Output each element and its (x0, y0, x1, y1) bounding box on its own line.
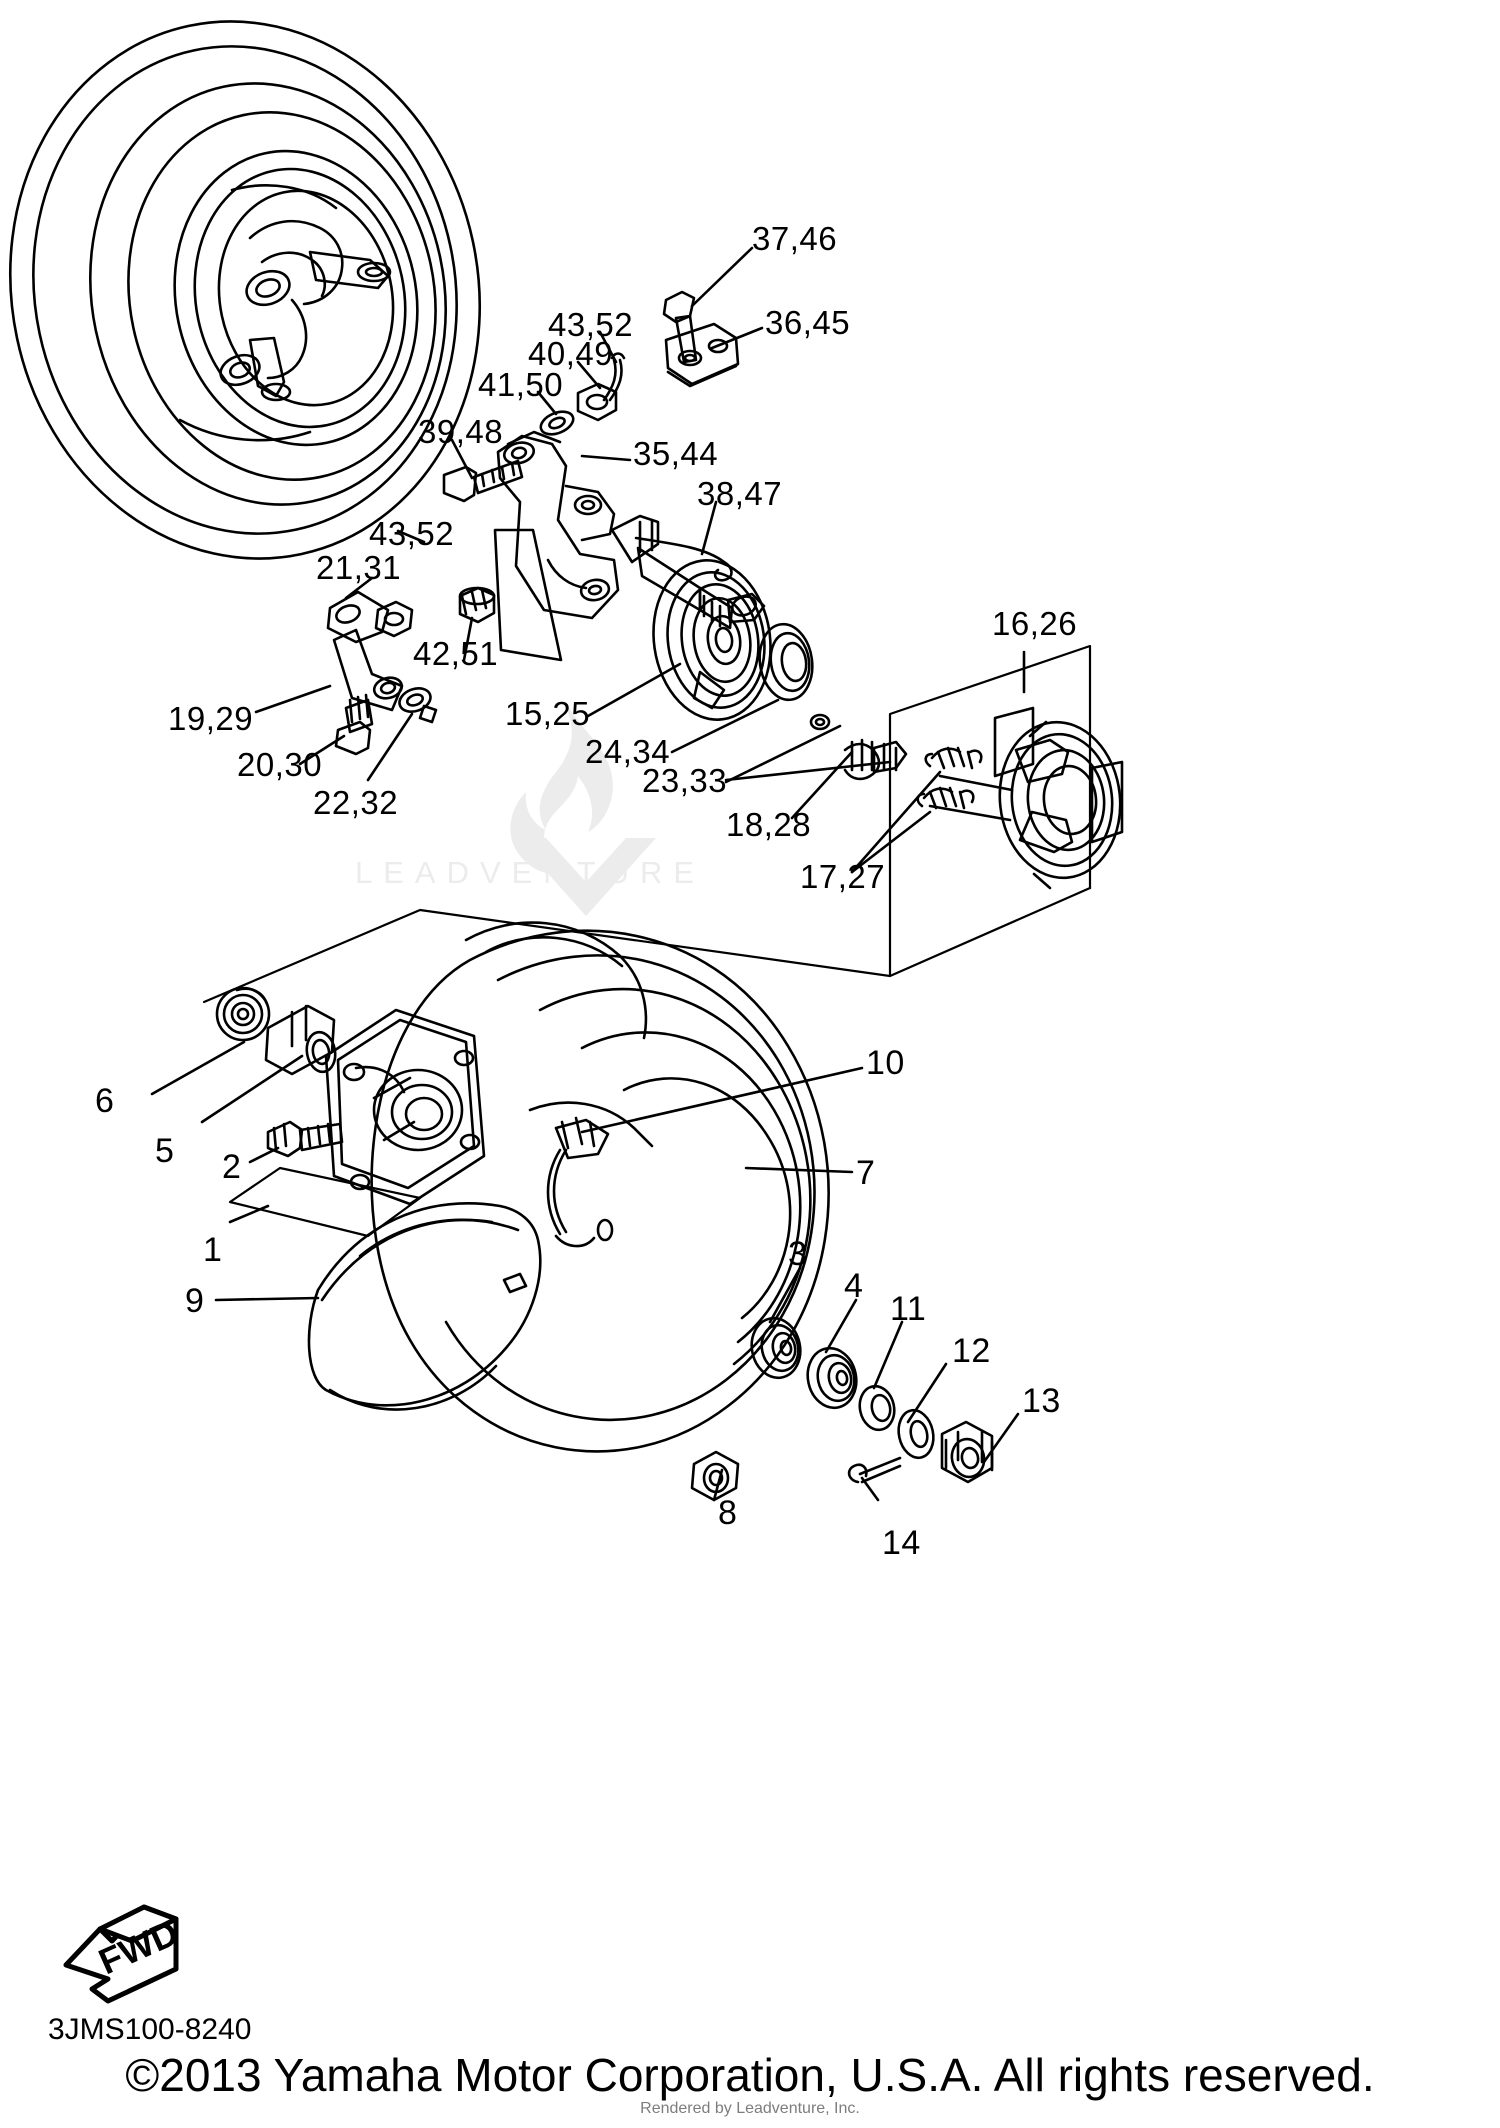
callout-c_1: 1 (203, 1231, 223, 1269)
callout-c_43_52b: 43,52 (369, 515, 455, 552)
callout-c_9: 9 (185, 1282, 205, 1320)
callout-c_21_31: 21,31 (316, 549, 402, 586)
callout-c_20_30: 20,30 (237, 746, 323, 783)
callout-c_43_52a: 43,52 (548, 306, 634, 343)
watermark-text: LEADVENTURE (355, 855, 706, 890)
callout-c_39_48: 39,48 (418, 413, 504, 450)
callout-c_40_49: 40,49 (528, 335, 614, 372)
callout-c_38_47: 38,47 (697, 475, 783, 512)
rendered-by-notice: Rendered by Leadventure, Inc. (640, 2100, 860, 2117)
callout-c_12: 12 (952, 1332, 991, 1370)
callout-c_18_28: 18,28 (726, 806, 812, 843)
leader-lines (150, 246, 1026, 1502)
callout-c_2: 2 (222, 1148, 242, 1186)
callout-c_4: 4 (844, 1267, 864, 1305)
callout-c_11: 11 (890, 1290, 927, 1328)
brake-cam-lever-assembly (326, 590, 438, 756)
callout-c_17_27: 17,27 (800, 858, 886, 895)
callout-c_14: 14 (882, 1524, 921, 1562)
callout-c_22_32: 22,32 (313, 784, 399, 821)
callout-c_42_51: 42,51 (413, 635, 499, 672)
callout-c_6: 6 (95, 1082, 115, 1120)
callout-c_3: 3 (788, 1235, 808, 1273)
brake-shoe-set (993, 706, 1124, 890)
callout-c_16_26: 16,26 (992, 605, 1078, 642)
callout-c_13: 13 (1022, 1382, 1061, 1420)
callout-c_23_33: 23,33 (642, 762, 728, 799)
return-spring-lower (916, 786, 975, 810)
callout-c_19_29: 19,29 (168, 700, 254, 737)
callout-c_10: 10 (866, 1044, 905, 1082)
callout-c_35_44: 35,44 (633, 435, 719, 472)
callout-c_37_46: 37,46 (752, 220, 838, 257)
return-spring-upper (924, 746, 983, 770)
front-wheel-tire-top (8, 20, 482, 560)
fwd-direction-badge: FWD (48, 1903, 184, 2008)
fwd-arrow-icon: FWD (63, 1904, 184, 2004)
callout-c_15_25: 15,25 (505, 695, 591, 732)
rear-wheel-tire-bottom (307, 921, 830, 1453)
copyright-notice: ©2013 Yamaha Motor Corporation, U.S.A. A… (125, 2049, 1375, 2101)
rear-axle-hardware (690, 1316, 994, 1502)
callout-c_24_34: 24,34 (585, 733, 671, 770)
steering-knuckle-assembly (442, 290, 740, 662)
callout-c_7: 7 (856, 1154, 876, 1192)
callout-c_36_45: 36,45 (765, 304, 851, 341)
part-number-label: 3JMS100-8240 (48, 2013, 252, 2046)
callout-c_41_50: 41,50 (478, 366, 564, 403)
callout-c_8: 8 (718, 1494, 738, 1532)
callout-c_5: 5 (155, 1132, 175, 1170)
brake-drum-assembly (202, 559, 1124, 1004)
wheel-hub-assembly (215, 986, 486, 1238)
